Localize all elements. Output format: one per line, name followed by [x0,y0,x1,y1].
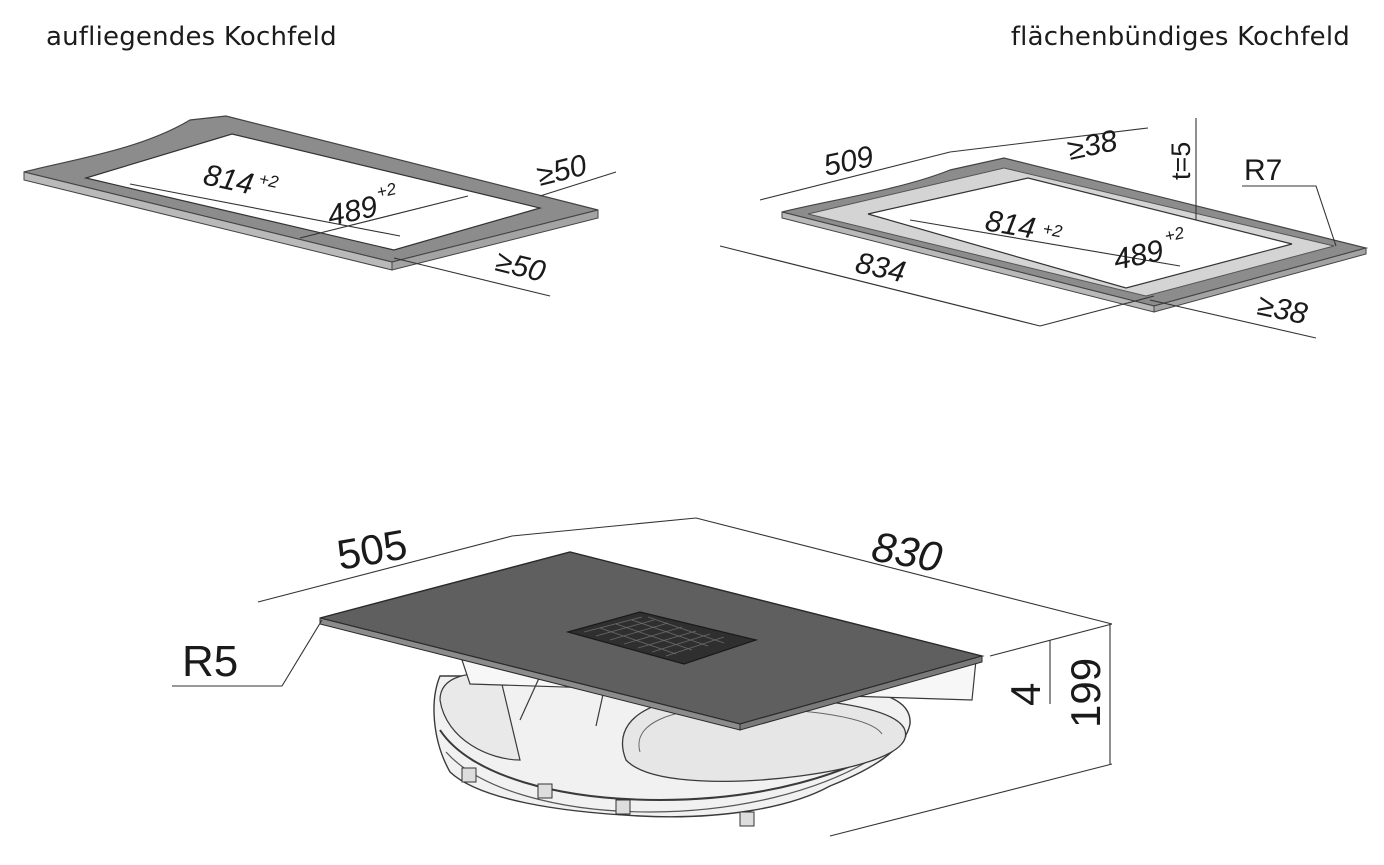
worktop-edge-right [391,209,599,271]
dim-ext-front-rebate [1149,299,1317,339]
hob-support-strut [519,675,541,721]
flush-cutout-opening [867,177,1293,289]
dim-inner-width-tolerance: +2 [1163,223,1186,246]
extractor-grille [565,611,759,665]
flush-mounted-cutout-drawing: 509 834 814 +2 489 +2 ≥38 ≥38 t=5 R7 [719,118,1369,339]
glass-edge-right [739,655,983,731]
dim-outer-width-value: 509 [821,140,877,183]
dim-line-hob-length [695,517,1113,625]
dim-line-outer-length [719,245,1041,327]
dim-rebate-back-value: ≥38 [1065,124,1121,167]
dim-hob-width-value: 505 [333,520,410,578]
dim-width-tolerance: +2 [375,179,398,202]
fan-scroll-left [439,673,521,761]
dim-hob-length-value: 830 [868,523,946,582]
dim-line-hob-width [257,535,513,603]
flush-worktop-edge-right [1153,247,1367,313]
dim-ext-back [949,127,1149,153]
leader-radius-r5 [172,619,323,687]
dim-height-value: 199 [1062,658,1109,728]
housing-clip-2 [537,783,553,799]
heading-surface-mounted: aufliegendes Kochfeld [46,22,337,52]
dim-ext-outer-length [1039,295,1155,327]
dim-radius-r5-value: R5 [182,637,238,686]
dim-depth-value: t=5 [1166,142,1196,180]
dim-line-outer-width [759,151,951,201]
extractor-grille-mesh [583,616,725,657]
dim-line-width [299,195,469,239]
dim-ext-side [539,171,617,197]
dim-margin-front: ≥50 [492,245,549,289]
dim-ext-height-bottom [829,763,1113,837]
housing-clip-3 [615,799,631,815]
heading-flush-mounted: flächenbündiges Kochfeld [1010,22,1350,52]
dim-inner-length-tolerance: +2 [1041,219,1064,241]
extractor-housing-band-2 [445,751,871,813]
hob-support-strut-2 [595,689,605,727]
cutout-opening [83,133,543,251]
dim-ext-hob-back [511,517,697,537]
hob-product-drawing: 505 830 R5 4 199 [172,517,1113,837]
housing-clip-4 [739,811,755,827]
dim-margin-side: ≥50 [534,149,591,193]
dim-ext-front [393,257,551,297]
dim-ext-hob-right-top [989,623,1113,657]
dim-radius-r7-value: R7 [1244,154,1282,187]
dim-glass-thickness-value: 4 [1002,683,1049,706]
leader-radius-r7 [1242,185,1337,247]
dim-length-tolerance: +2 [257,169,280,192]
surface-mounted-cutout-drawing: 814 +2 489 +2 ≥50 ≥50 [23,115,617,297]
dim-line-length [129,183,401,237]
housing-clip-1 [461,767,477,783]
dim-outer-length-value: 834 [853,247,909,290]
dim-rebate-front-value: ≥38 [1255,289,1311,332]
dim-line-inner-length [909,219,1181,267]
